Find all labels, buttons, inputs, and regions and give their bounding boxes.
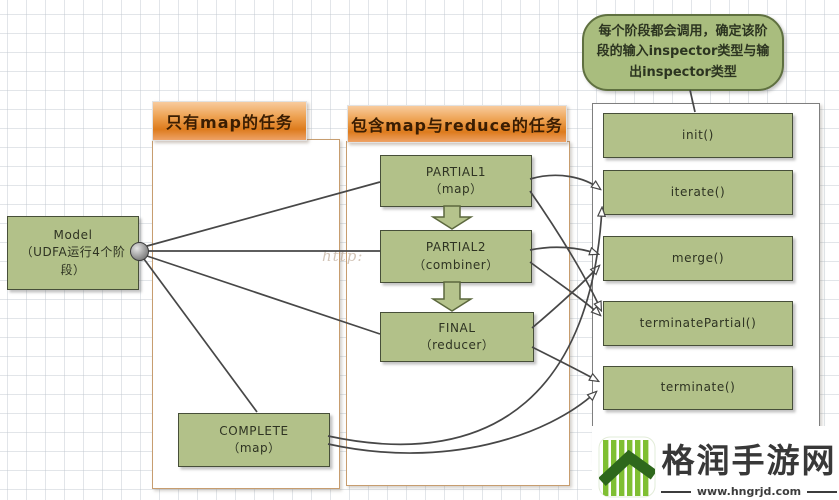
map-reduce-header-label: 包含map与reduce的任务: [351, 116, 563, 135]
model-node: Model （UDFA运行4个阶段）: [7, 216, 139, 290]
model-connector-dot: [130, 242, 149, 261]
site-watermark: 格润手游网 www.hngrjd.com: [592, 426, 839, 500]
phase-complete-node: COMPLETE （map）: [178, 413, 330, 467]
method-merge-label: merge(): [671, 250, 725, 265]
callout-bubble-text: 每个阶段都会调用，确定该阶段的输入inspector类型与输出inspector…: [596, 24, 770, 80]
callout-bubble: 每个阶段都会调用，确定该阶段的输入inspector类型与输出inspector…: [582, 14, 784, 91]
method-merge-node: merge(): [603, 236, 793, 281]
method-terminate-node: terminate(): [603, 366, 793, 410]
phase-partial1-sub: （map）: [429, 182, 483, 196]
phase-partial1-node: PARTIAL1 （map）: [380, 155, 532, 207]
faint-watermark-text: http:: [322, 247, 364, 265]
phase-partial1-name: PARTIAL1: [425, 164, 487, 179]
map-reduce-header: 包含map与reduce的任务: [347, 105, 567, 143]
method-init-label: init(): [682, 127, 714, 142]
site-watermark-url: www.hngrjd.com: [696, 485, 802, 498]
site-watermark-textcol: 格润手游网 www.hngrjd.com: [661, 434, 838, 498]
watermark-right-dash: [807, 490, 838, 493]
phase-final-sub: （reducer）: [419, 338, 495, 352]
method-terminatepartial-node: terminatePartial(): [603, 301, 793, 346]
method-terminatepartial-label: terminatePartial(): [639, 315, 757, 330]
map-only-header-label: 只有map的任务: [166, 113, 293, 132]
method-terminate-label: terminate(): [660, 380, 736, 395]
map-only-header: 只有map的任务: [152, 101, 307, 141]
phase-complete-sub: （map）: [227, 441, 281, 455]
site-logo-icon: [598, 436, 656, 498]
phase-complete-name: COMPLETE: [219, 423, 289, 438]
model-node-subtitle: （UDFA运行4个阶段）: [20, 245, 126, 277]
phase-partial2-name: PARTIAL2: [425, 240, 487, 255]
phase-partial2-sub: （combiner）: [413, 257, 499, 272]
model-node-title: Model: [53, 227, 93, 242]
site-watermark-title: 格润手游网: [661, 441, 837, 480]
phase-final-node: FINAL （reducer）: [380, 312, 534, 362]
method-iterate-node: iterate(): [603, 170, 793, 215]
phase-partial2-node: PARTIAL2 （combiner）: [380, 230, 532, 283]
method-init-node: init(): [603, 113, 793, 158]
site-watermark-urlrow: www.hngrjd.com: [661, 485, 838, 498]
watermark-left-dash: [661, 490, 691, 493]
phase-final-name: FINAL: [438, 320, 476, 335]
method-iterate-label: iterate(): [670, 184, 726, 199]
